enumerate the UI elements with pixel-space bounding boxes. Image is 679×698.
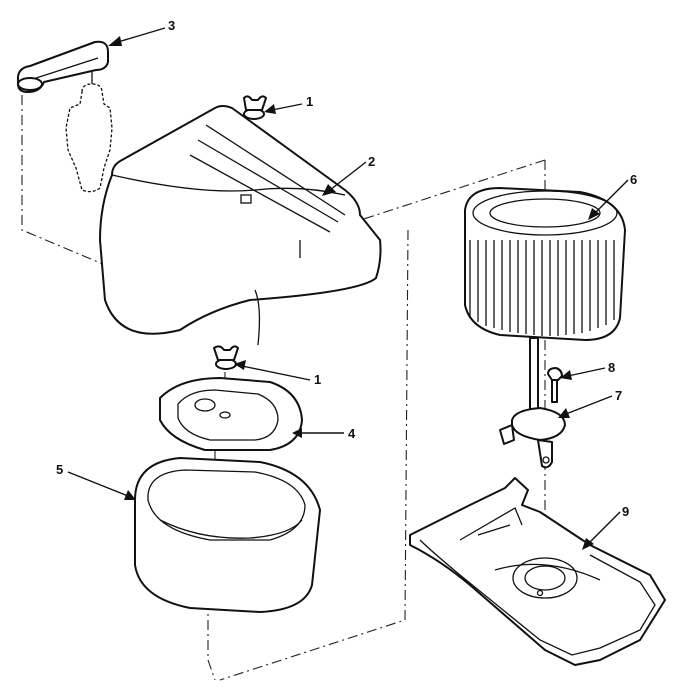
part-4-base-plate [159, 377, 303, 451]
callout-3: 3 [168, 18, 175, 33]
part-1-wing-nut-top [243, 95, 267, 120]
callout-7: 7 [615, 388, 622, 403]
callout-labels: 3 1 2 1 4 5 6 8 7 9 [56, 18, 637, 519]
part-7-stud-bracket [499, 337, 566, 469]
callout-5: 5 [56, 462, 63, 477]
part-8-screw [547, 367, 563, 403]
callout-6: 6 [630, 172, 637, 187]
callout-4: 4 [348, 426, 356, 441]
callout-8: 8 [608, 360, 615, 375]
part-6-filter-element [464, 187, 626, 341]
part-2-cover-housing [99, 105, 382, 346]
callout-2: 2 [368, 154, 375, 169]
callout-1-top: 1 [306, 94, 313, 109]
callout-9: 9 [622, 504, 629, 519]
part-5-oval-bowl [134, 457, 321, 613]
part-1-wing-nut-bottom [213, 345, 239, 370]
filter-pleats [469, 240, 615, 336]
leader-lines [67, 27, 629, 550]
part-3-handle [17, 40, 113, 193]
part-9-base-tray [409, 477, 666, 666]
callout-1-bottom: 1 [314, 372, 321, 387]
